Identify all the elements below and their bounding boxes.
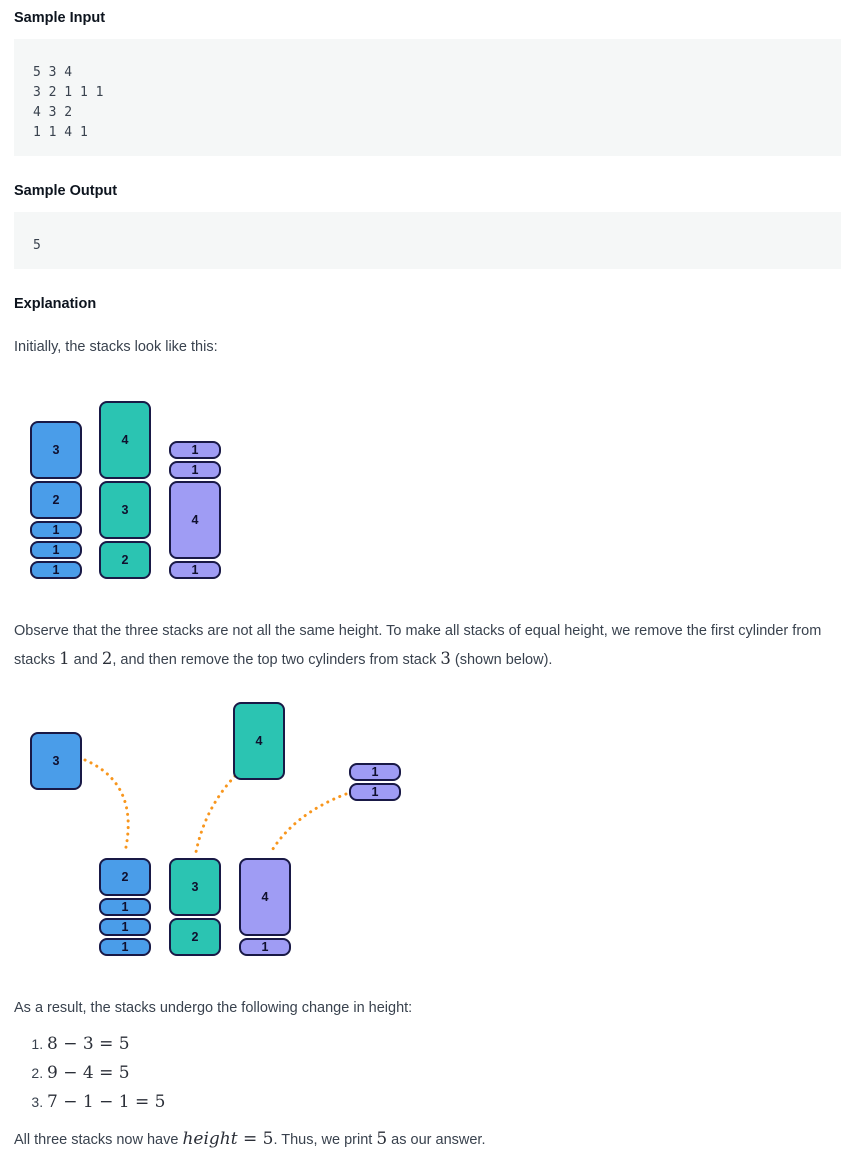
height-equation: 8 − 3 = 5 (47, 1034, 130, 1054)
cylinder-teal-3: 3 (169, 858, 221, 916)
cylinder-blue-1: 1 (99, 918, 151, 936)
cylinder-teal-4: 4 (99, 401, 151, 479)
cylinder-teal-3: 3 (99, 481, 151, 539)
observe-text-part: (shown below). (450, 652, 553, 668)
math-number: 3 (440, 649, 451, 668)
explanation-intro-text: Initially, the stacks look like this: (14, 339, 218, 355)
sample-output-heading: Sample Output (14, 183, 118, 199)
cylinder-blue-1: 1 (99, 938, 151, 956)
cylinder-teal-2: 2 (169, 918, 221, 956)
height-equation: 9 − 4 = 5 (47, 1063, 130, 1083)
height-equation-item: 9 − 4 = 5 (47, 1059, 841, 1088)
math-equals-five: = 5 (237, 1129, 274, 1149)
result-intro-text: As a result, the stacks undergo the foll… (14, 1000, 413, 1016)
conclusion-text: All three stacks now have height = 5. Th… (14, 1125, 841, 1154)
observe-text-part: and (69, 652, 102, 668)
remaining-stack-1: 2 1 1 1 (99, 858, 151, 956)
code-line: 5 3 4 (33, 65, 73, 80)
code-line: 1 1 4 1 (33, 125, 88, 140)
conclusion-text-part: . Thus, we print (273, 1132, 377, 1148)
cylinder-blue-2: 2 (99, 858, 151, 896)
removed-from-stack-1: 3 (30, 732, 82, 790)
cylinder-blue-2: 2 (30, 481, 82, 519)
removed-from-stack-2: 4 (233, 702, 285, 780)
code-line: 3 2 1 1 1 (33, 85, 104, 100)
math-number: 2 (101, 649, 113, 668)
cylinder-blue-3: 3 (30, 421, 82, 479)
observe-text: Observe that the three stacks are not al… (14, 617, 841, 674)
height-equation: 7 − 1 − 1 = 5 (47, 1092, 166, 1112)
cylinder-purple-4: 4 (239, 858, 291, 936)
code-line: 4 3 2 (33, 105, 73, 120)
cylinder-teal-2: 2 (99, 541, 151, 579)
height-equation-item: 7 − 1 − 1 = 5 (47, 1088, 841, 1117)
height-equation-item: 8 − 3 = 5 (47, 1030, 841, 1059)
observe-text-part: Observe that the three stacks are not al… (14, 623, 822, 668)
cylinder-purple-1: 1 (169, 461, 221, 479)
code-line: 5 (33, 238, 41, 253)
cylinder-teal-4: 4 (233, 702, 285, 780)
cylinder-purple-1: 1 (239, 938, 291, 956)
math-height-variable: height (182, 1129, 238, 1149)
dotted-curve-stack1 (83, 758, 130, 854)
sample-output-code-block: 5 (14, 212, 841, 269)
sample-input-heading: Sample Input (14, 10, 106, 26)
explanation-heading: Explanation (14, 296, 97, 312)
cylinder-blue-1: 1 (30, 561, 82, 579)
cylinder-blue-3: 3 (30, 732, 82, 790)
cylinder-blue-1: 1 (30, 541, 82, 559)
initial-stack-3: 1 1 4 1 (169, 441, 221, 579)
conclusion-text-part: as our answer. (387, 1132, 486, 1148)
cylinder-purple-4: 4 (169, 481, 221, 559)
cylinder-purple-1: 1 (169, 561, 221, 579)
math-number: 1 (59, 649, 70, 668)
dotted-curve-stack2 (194, 774, 237, 854)
cylinder-purple-1: 1 (349, 763, 401, 781)
dotted-curve-stack3 (269, 792, 348, 854)
cylinder-purple-1: 1 (169, 441, 221, 459)
cylinder-purple-1: 1 (349, 783, 401, 801)
cylinder-blue-1: 1 (99, 898, 151, 916)
cylinder-blue-1: 1 (30, 521, 82, 539)
sample-input-code-block: 5 3 4 3 2 1 1 1 4 3 2 1 1 4 1 (14, 39, 841, 156)
observe-text-part: , and then remove the top two cylinders … (112, 652, 441, 668)
height-change-list: 8 − 3 = 5 9 − 4 = 5 7 − 1 − 1 = 5 (14, 1030, 841, 1117)
conclusion-text-part: All three stacks now have (14, 1132, 183, 1148)
math-number: 5 (376, 1129, 388, 1149)
